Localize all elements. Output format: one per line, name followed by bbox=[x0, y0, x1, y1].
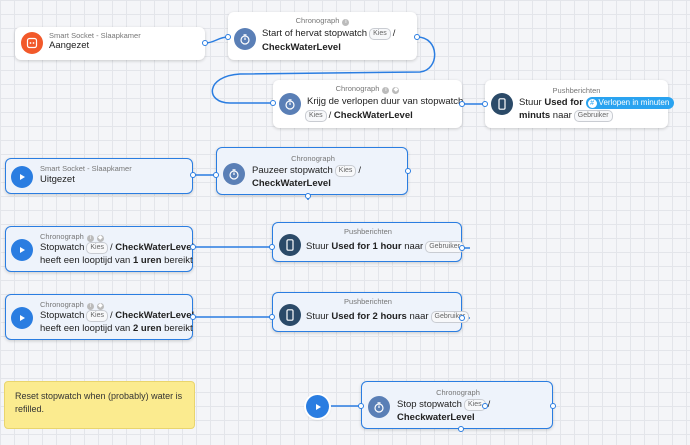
tag-icon: ◆ bbox=[96, 303, 104, 310]
connector-dot[interactable] bbox=[190, 244, 196, 250]
tag-icon: ◆ bbox=[96, 235, 104, 242]
card-text: Aangezet bbox=[49, 40, 90, 51]
card-text-2: heeft een looptijd van 1 uren bereikt bbox=[40, 255, 193, 266]
connector-dot[interactable] bbox=[270, 100, 276, 106]
card-source: Smart Socket - Slaapkamer bbox=[40, 164, 132, 173]
card-text: Uitgezet bbox=[40, 174, 75, 185]
play-button[interactable] bbox=[306, 395, 329, 418]
connector-dot[interactable] bbox=[405, 168, 411, 174]
card-text-bold: CheckwaterLevel bbox=[397, 412, 475, 423]
card-text-2: heeft een looptijd van 2 uren bereikt bbox=[40, 323, 193, 334]
connector-dot[interactable] bbox=[482, 403, 488, 409]
phone-icon bbox=[279, 234, 301, 256]
connector-dot[interactable] bbox=[202, 40, 208, 46]
connector-dot[interactable] bbox=[414, 34, 420, 40]
phone-icon bbox=[279, 304, 301, 326]
card-source: Pushberichten bbox=[344, 227, 392, 236]
play-icon[interactable] bbox=[11, 307, 33, 329]
action-card-push-2-hours[interactable]: Pushberichten Stuur Used for 2 hours naa… bbox=[272, 292, 470, 332]
socket-icon bbox=[21, 32, 43, 54]
card-source: Chronograph bbox=[436, 388, 480, 397]
connector-dot[interactable] bbox=[358, 403, 364, 409]
card-source: Smart Socket - Slaapkamer bbox=[49, 31, 141, 40]
select-pill[interactable]: Kies bbox=[86, 310, 108, 322]
token-verlopen[interactable]: #Verlopen in minuten bbox=[585, 97, 675, 109]
play-icon[interactable] bbox=[11, 239, 33, 261]
card-text-bold: CheckWaterLevel bbox=[262, 42, 341, 53]
action-card-push-1-hour[interactable]: Pushberichten Stuur Used for 1 hour naar… bbox=[272, 222, 464, 262]
info-icon: i bbox=[382, 87, 390, 94]
trigger-card-aangezet[interactable]: Smart Socket - Slaapkamer Aangezet bbox=[15, 27, 205, 60]
info-icon: i bbox=[86, 235, 94, 242]
card-source: Pushberichten bbox=[552, 86, 601, 95]
select-pill[interactable]: Kies bbox=[463, 399, 486, 411]
select-pill[interactable]: Kies bbox=[86, 242, 108, 254]
select-pill[interactable]: Kies bbox=[369, 28, 391, 40]
stopwatch-icon bbox=[279, 93, 301, 115]
trigger-card-uitgezet[interactable]: Smart Socket - Slaapkamer Uitgezet bbox=[5, 158, 193, 194]
hash-icon: # bbox=[587, 99, 597, 108]
stopwatch-icon bbox=[223, 163, 245, 185]
user-pill[interactable]: Gebruiker bbox=[573, 110, 613, 122]
play-icon bbox=[315, 403, 321, 410]
phone-icon bbox=[491, 93, 513, 115]
connector-dot[interactable] bbox=[213, 172, 219, 178]
info-icon: i bbox=[342, 19, 350, 26]
card-text: Krijg de verlopen duur van stopwatch bbox=[307, 96, 464, 107]
connector-dot[interactable] bbox=[550, 403, 556, 409]
connector-dot[interactable] bbox=[459, 245, 465, 251]
card-source: Chronograph bbox=[291, 154, 335, 163]
tag-icon: ◆ bbox=[392, 87, 400, 94]
play-icon[interactable] bbox=[11, 166, 33, 188]
connector-dot[interactable] bbox=[305, 193, 311, 199]
note-card[interactable]: Reset stopwatch when (probably) water is… bbox=[4, 381, 195, 429]
stopwatch-icon bbox=[368, 396, 390, 418]
connector-dot[interactable] bbox=[190, 172, 196, 178]
stopwatch-icon bbox=[234, 28, 256, 50]
select-pill[interactable]: Kies bbox=[305, 110, 327, 122]
connector-dot[interactable] bbox=[225, 34, 231, 40]
info-icon: i bbox=[86, 303, 94, 310]
connector-dot[interactable] bbox=[459, 315, 465, 321]
connector-dot[interactable] bbox=[269, 244, 275, 250]
connector-dot[interactable] bbox=[459, 101, 465, 107]
action-card-push-verlopen[interactable]: Pushberichten Stuur Used for #Verlopen i… bbox=[485, 80, 675, 128]
card-text: Stuur Used for #Verlopen in minuten bbox=[519, 96, 675, 110]
select-pill[interactable]: Kies bbox=[334, 165, 357, 177]
card-source: Pushberichten bbox=[344, 297, 392, 306]
connector-dot[interactable] bbox=[458, 426, 464, 432]
connector-dot[interactable] bbox=[269, 314, 275, 320]
connector-dot[interactable] bbox=[482, 101, 488, 107]
connector-dot[interactable] bbox=[190, 314, 196, 320]
card-text-2: Kies/ CheckWaterLevel bbox=[303, 109, 413, 123]
note-text: Reset stopwatch when (probably) water is… bbox=[15, 391, 183, 414]
card-text-bold: CheckWaterLevel bbox=[252, 178, 331, 189]
